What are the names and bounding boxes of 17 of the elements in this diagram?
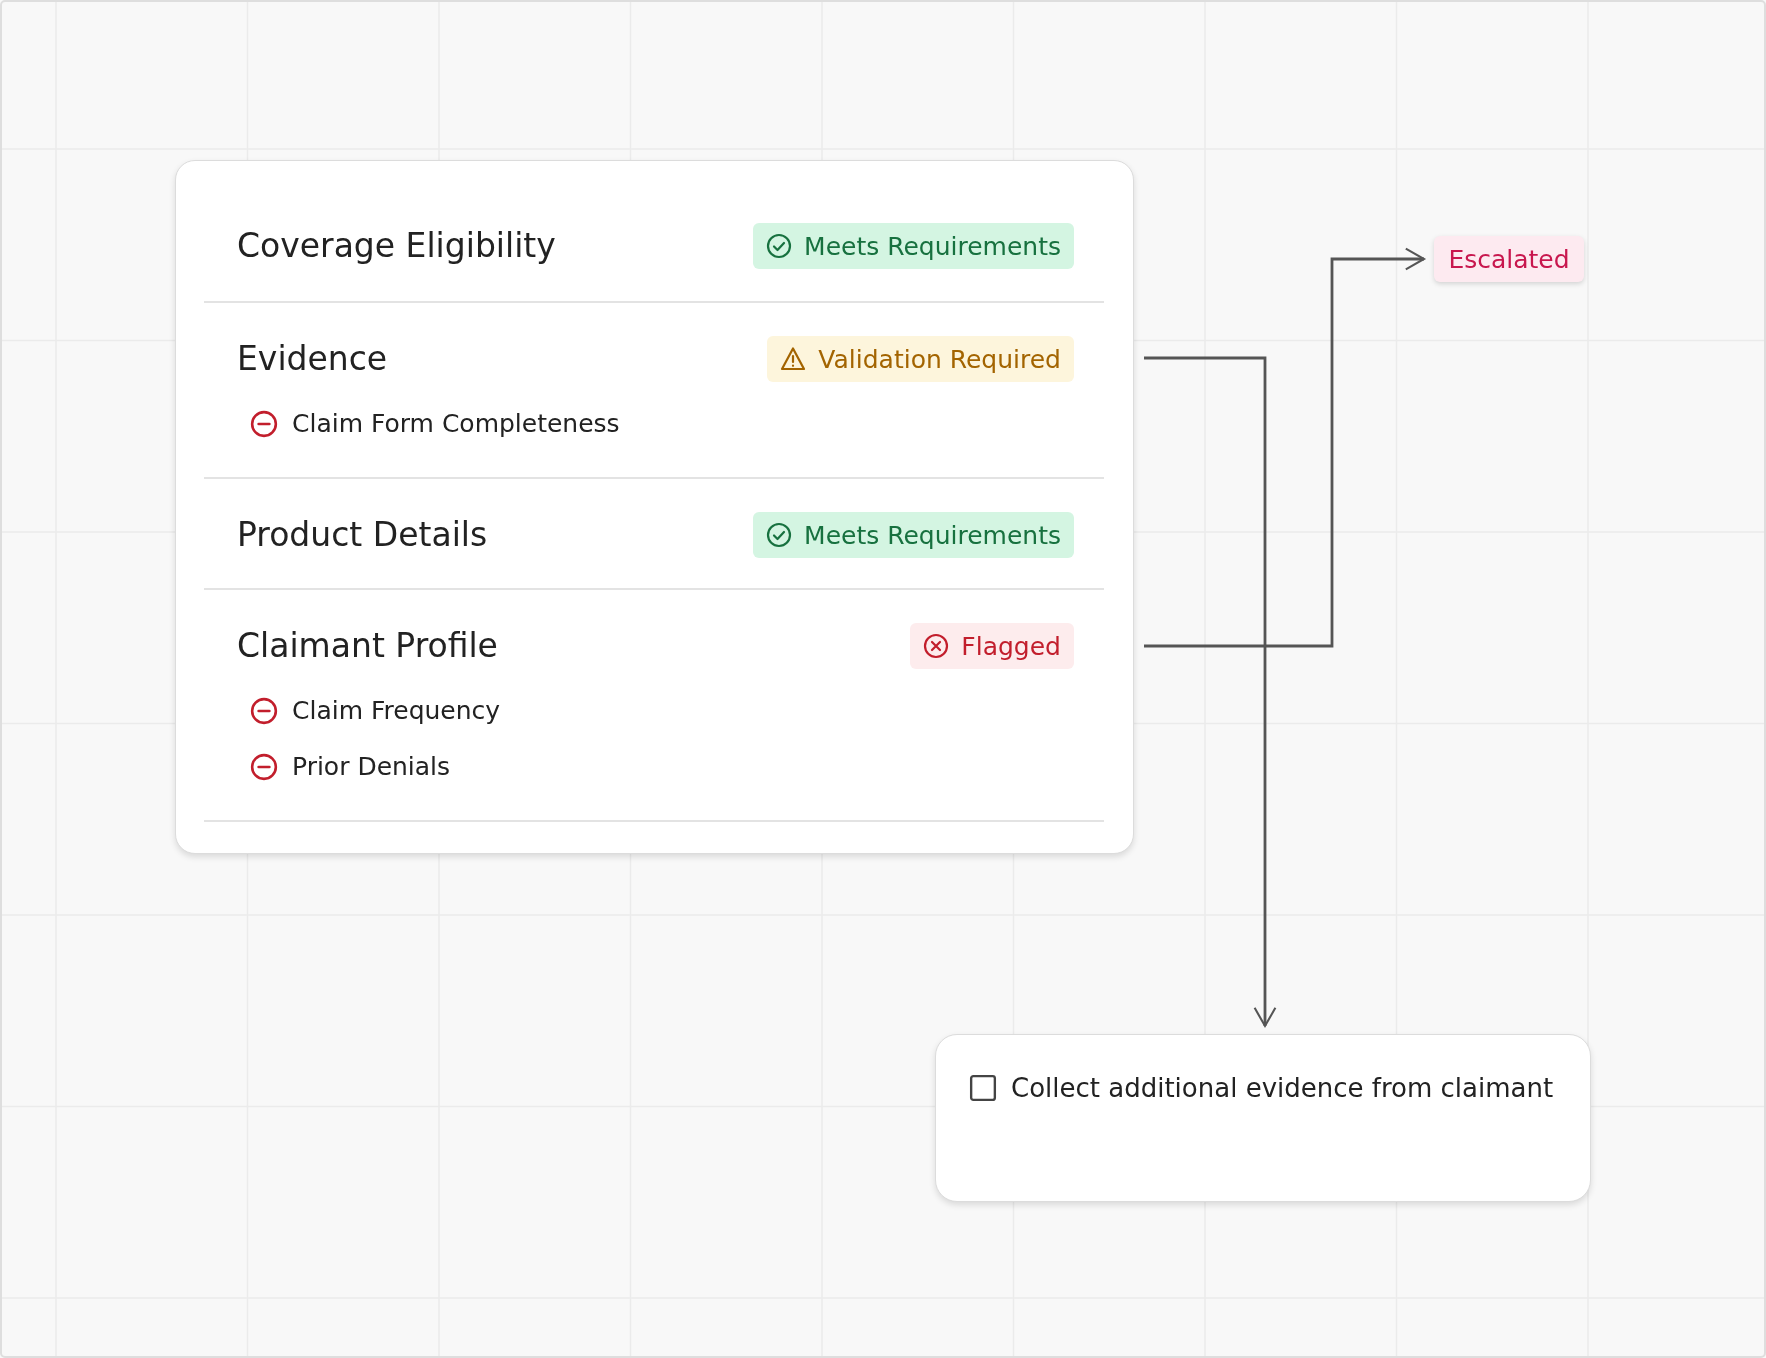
arrow <box>1144 356 1277 1028</box>
status-badge: Validation Required <box>767 336 1074 382</box>
section-title: Claimant Profile <box>237 626 498 666</box>
section-title: Coverage Eligibility <box>237 226 556 266</box>
task-card <box>935 1034 1591 1202</box>
status-badge: Escalated <box>1434 236 1584 282</box>
criterion-text: Claim Frequency <box>292 696 501 725</box>
criterion-text: Claim Form Completeness <box>292 409 620 438</box>
arrow <box>1144 247 1426 648</box>
status-badge: Flagged <box>910 623 1074 669</box>
status-badge: Meets Requirements <box>753 512 1074 558</box>
assessment-card <box>175 160 1134 854</box>
task-text: Collect additional evidence from claimant <box>1011 1073 1554 1103</box>
section-title: Product Details <box>237 515 488 555</box>
section-title: Evidence <box>237 339 388 379</box>
criterion-text: Prior Denials <box>292 752 451 781</box>
status-badge: Meets Requirements <box>753 223 1074 269</box>
